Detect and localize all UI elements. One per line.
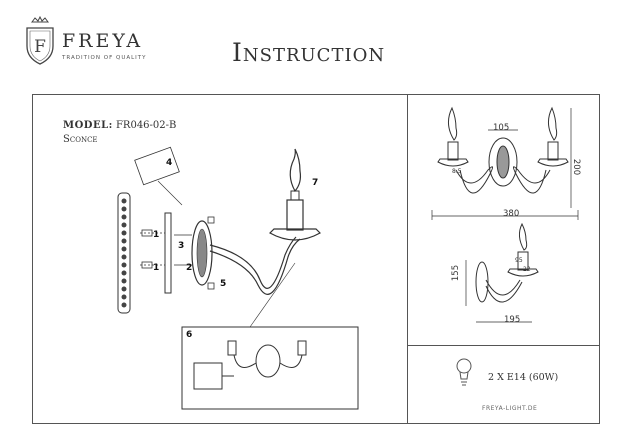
main-instruction-frame — [32, 94, 408, 424]
callout-6: 6 — [186, 330, 193, 340]
model-line: MODEL: FR046-02-B — [63, 120, 176, 131]
light-bulb-icon — [456, 358, 472, 386]
dim-small: 8.5 — [452, 168, 462, 175]
front-dimension-drawing — [431, 106, 579, 220]
dim-total-width: 380 — [503, 209, 520, 219]
frame-divider — [408, 345, 600, 346]
freya-logo-icon: F — [26, 16, 54, 65]
callout-4: 4 — [166, 158, 173, 168]
callout-5: 5 — [220, 279, 227, 289]
brand-name: FREYA — [62, 30, 144, 52]
svg-text:F: F — [34, 37, 46, 57]
dim-depth: 195 — [504, 315, 521, 325]
callout-3: 3 — [178, 241, 185, 251]
model-number: FR046-02-B — [115, 120, 177, 131]
dimensions-frame — [408, 94, 600, 424]
bulb-spec: 2 X E14 (60W) — [488, 372, 559, 383]
page-title: Instruction — [232, 38, 386, 67]
callout-1-bottom: 1 — [153, 263, 160, 273]
decorative-backplate-icon — [117, 192, 131, 314]
brand-tagline: TRADITION OF QUALITY — [62, 55, 147, 61]
screw-parts-icon — [141, 216, 215, 290]
callout-7: 7 — [312, 178, 319, 188]
dim-top-width: 105 — [493, 123, 510, 133]
dim-height: 200 — [571, 158, 582, 176]
callout-1-top: 1 — [153, 230, 160, 240]
model-label: MODEL: — [63, 120, 113, 131]
dim-side-top: 95 — [515, 257, 523, 264]
wiring-box-icon — [193, 362, 223, 390]
website-link[interactable]: FREYA-LIGHT.DE — [482, 405, 538, 412]
dim-side-height: 155 — [451, 264, 462, 282]
side-dimension-drawing — [465, 222, 539, 323]
dim-side-small: 22 — [523, 266, 531, 273]
candle-bulb-icon — [289, 148, 302, 193]
product-type: Sconce — [63, 134, 98, 145]
callout-2: 2 — [186, 263, 193, 273]
assembly-drawing — [117, 146, 359, 410]
